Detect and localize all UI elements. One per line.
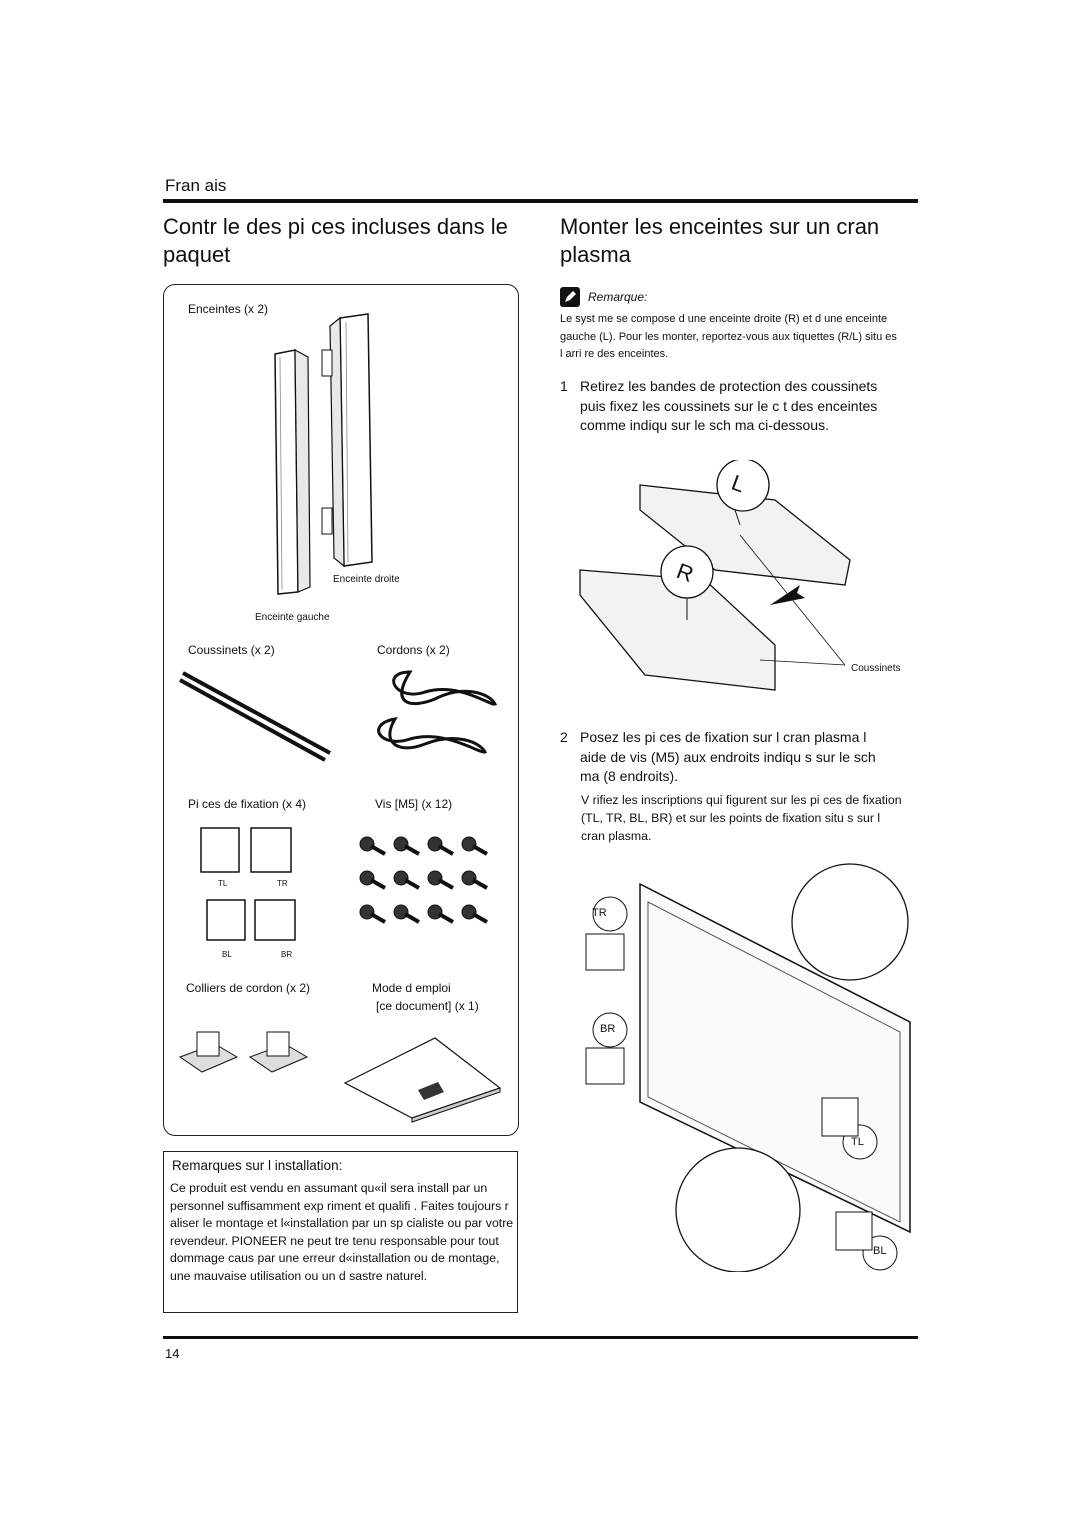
pads-label: Coussinets (x 2) (188, 643, 275, 657)
bracket-bl-label: BL (222, 950, 232, 959)
screws-label: Vis [M5] (x 12) (375, 797, 453, 811)
manual-label-line2: [ce document] (x 1) (376, 999, 479, 1013)
step-1: 1 Retirez les bandes de protection des c… (560, 377, 900, 457)
remark-text: Le syst me se compose d une enceinte dro… (560, 313, 897, 360)
clamps-illustration (178, 1031, 309, 1073)
installation-notes-text: Ce produit est vendu en assumant qu«il s… (170, 1181, 514, 1283)
clamps-label: Colliers de cordon (x 2) (186, 981, 311, 995)
left-speaker-label: Enceinte gauche (255, 612, 330, 623)
bracket-tr-label: TR (277, 879, 288, 888)
left-section-title: Contr le des pi ces incluses dans le paq… (163, 214, 508, 267)
manual-label-line1: Mode d emploi (372, 981, 451, 995)
pencil-icon (560, 287, 580, 307)
speaker-pads-figure (579, 460, 851, 691)
step-2-subtext: V rifiez les inscriptions qui figurent s… (581, 793, 902, 843)
remark-label: Remarque: (588, 290, 648, 304)
right-speaker-label: Enceinte droite (333, 574, 400, 585)
installation-notes-title: Remarques sur l installation: (172, 1158, 343, 1173)
brackets-illustration (200, 827, 296, 941)
fig2-TR-label: TR (592, 907, 607, 919)
right-section-title: Monter les enceintes sur un cran plasma (560, 214, 880, 267)
fig2-BR-label: BR (600, 1023, 616, 1035)
pads-illustration (179, 671, 331, 762)
step-2-text: Posez les pi ces de fixation sur l cran … (580, 729, 876, 784)
speakers-illustration (274, 313, 373, 595)
installation-notes-box (163, 1151, 518, 1313)
speakers-label: Enceintes (x 2) (188, 302, 269, 316)
bracket-tl-label: TL (218, 879, 228, 888)
manual-illustration (343, 1037, 502, 1123)
top-rule (163, 199, 918, 203)
bottom-rule (163, 1336, 918, 1339)
fig2-TL-label: TL (851, 1136, 864, 1148)
fig2-BL-label: BL (873, 1245, 887, 1257)
package-contents-panel (163, 284, 519, 1136)
step-2-number: 2 (560, 729, 568, 745)
brackets-label: Pi ces de fixation (x 4) (188, 797, 307, 811)
bracket-br-label: BR (281, 950, 293, 959)
screws-illustration (359, 836, 488, 924)
cords-illustration (377, 670, 498, 754)
step-1-text: Retirez les bandes de protection des cou… (580, 378, 878, 433)
step-1-number: 1 (560, 378, 568, 394)
language-label: Fran ais (165, 176, 227, 195)
fig1-pads-label: Coussinets (851, 663, 901, 674)
page-number: 14 (165, 1346, 180, 1361)
bracket-mounting-figure (585, 863, 911, 1272)
step-2: 2 Posez les pi ces de fixation sur l cra… (560, 728, 900, 788)
cords-label: Cordons (x 2) (377, 643, 450, 657)
